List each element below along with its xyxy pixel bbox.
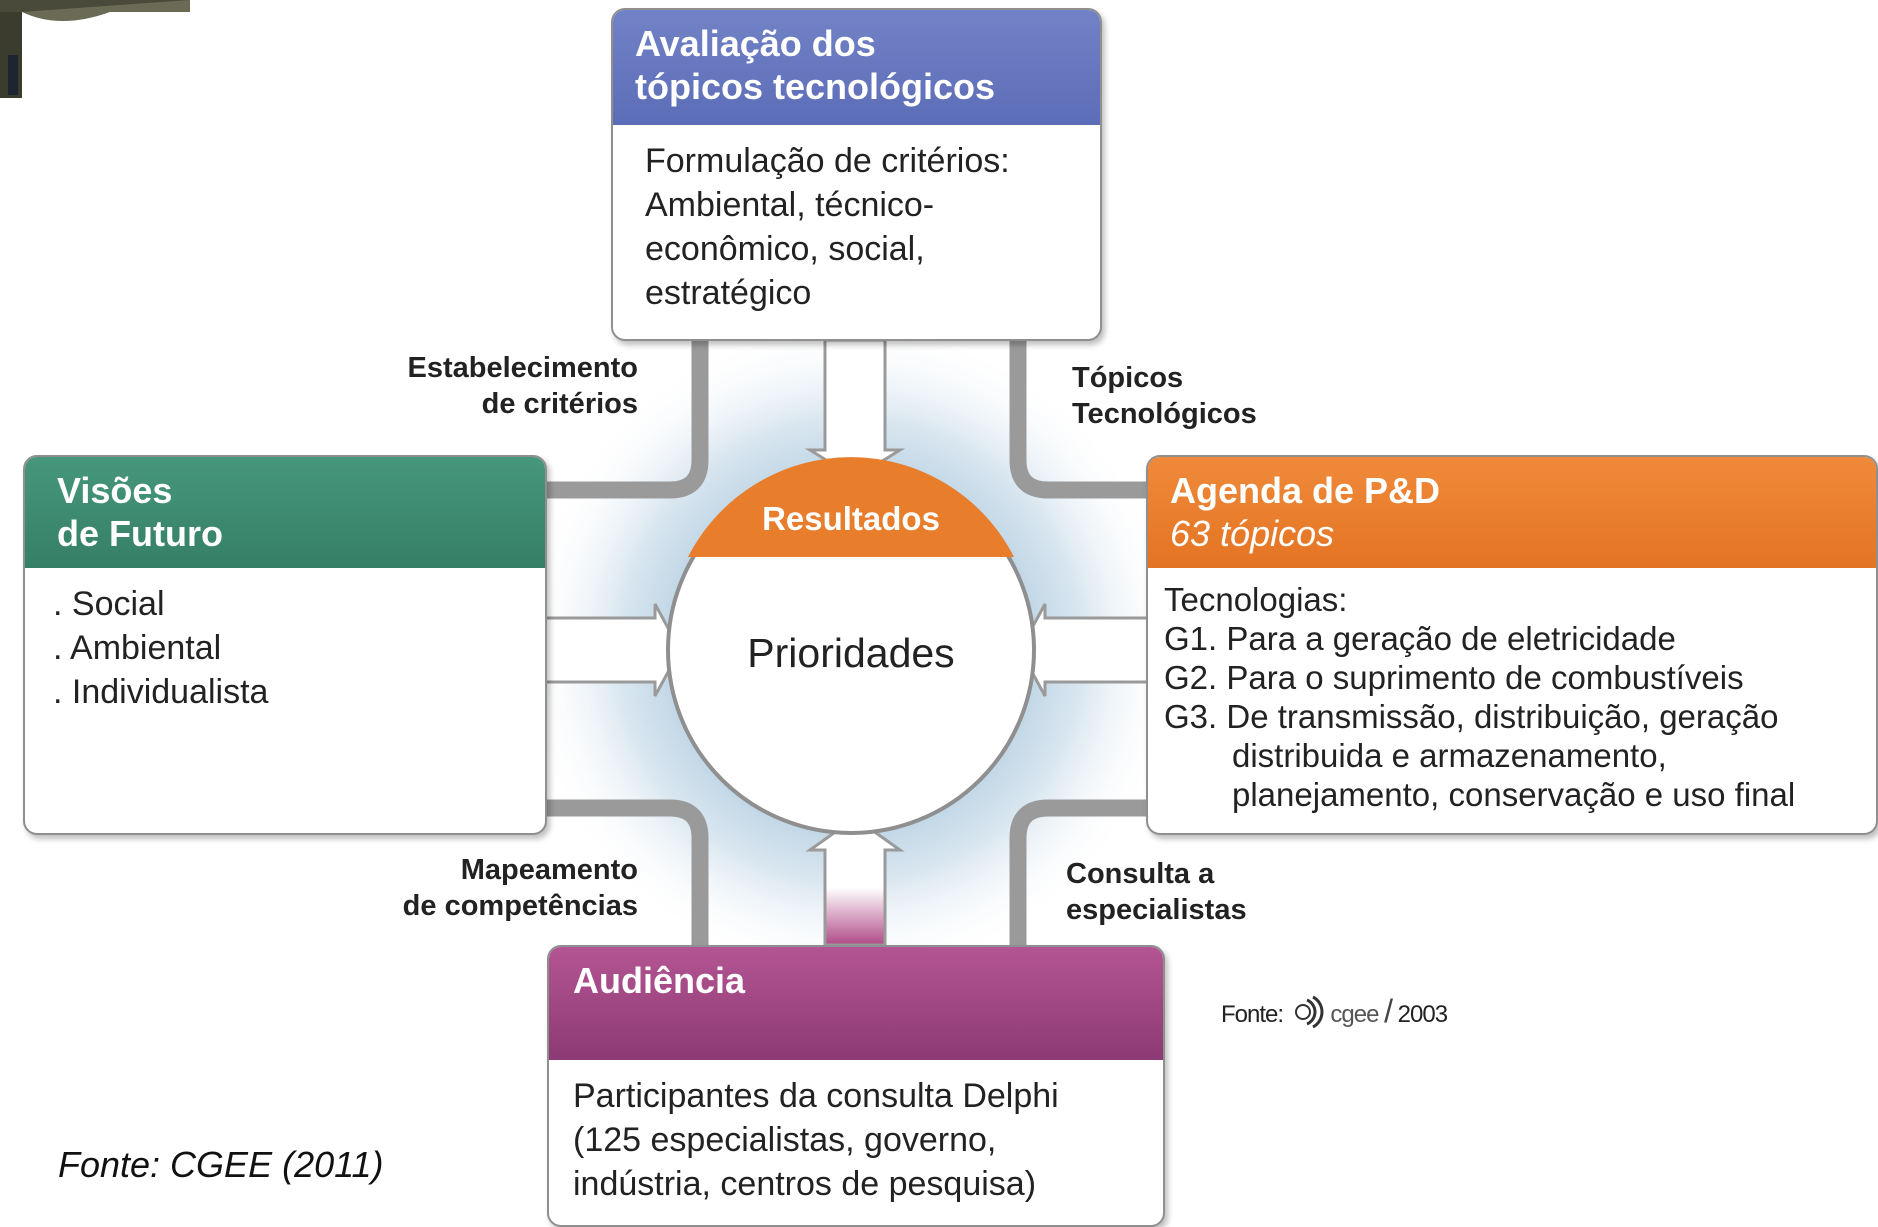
list-item: G2. Para o suprimento de combustíveis — [1164, 659, 1744, 696]
list-item: G3. De transmissão, distribuição, geraçã… — [1164, 698, 1779, 735]
slash-divider: / — [1384, 993, 1393, 1029]
circle-arrow-left — [540, 603, 682, 697]
source-logo-prefix: Fonte: — [1221, 1001, 1284, 1028]
circle-arrow-right — [1018, 603, 1152, 697]
edge-label-expert-consultation: Consulta a especialistas — [1066, 858, 1247, 926]
right-box-list: Tecnologias: G1. Para a geração de eletr… — [1148, 568, 1876, 824]
bottom-box-body: Participantes da consulta Delphi (125 es… — [573, 1077, 1059, 1203]
list-item: G1. Para a geração de eletricidade — [1164, 620, 1676, 657]
source-citation: Fonte: CGEE (2011) — [58, 1144, 384, 1185]
connector-bottom-right — [1009, 799, 1150, 945]
circle-arrow-up — [805, 816, 905, 947]
edge-label-competence-mapping: Mapeamento de competências — [402, 854, 638, 922]
source-logo: Fonte: cgee / 2003 — [1221, 993, 1448, 1037]
edge-label-criteria: Estabelecimento de critérios — [407, 352, 638, 420]
cgee-logo-icon — [1289, 994, 1325, 1037]
list-intro: Tecnologias: — [1164, 581, 1348, 618]
center-results-title: Resultados — [762, 500, 940, 537]
source-logo-org: cgee — [1330, 1001, 1379, 1028]
list-item: distribuida e armazenamento, — [1232, 737, 1667, 774]
connector-top-right — [1009, 340, 1150, 499]
top-box-evaluation: Avaliação dos tópicos tecnológicos Formu… — [611, 8, 1102, 341]
list-item: . Individualista — [53, 673, 269, 711]
left-box-list: . Social . Ambiental . Individualista — [25, 568, 545, 724]
left-box-future-visions: Visões de Futuro . Social . Ambiental . … — [23, 455, 547, 835]
bottom-box-audience: Audiência Participantes da consulta Delp… — [547, 945, 1165, 1227]
center-circle — [666, 457, 1036, 835]
center-results-cap — [688, 457, 1014, 557]
list-item: . Ambiental — [53, 629, 222, 667]
center-priorities-label: Prioridades — [747, 630, 955, 676]
top-box-body: Formulação de critérios: Ambiental, técn… — [645, 142, 1010, 312]
list-item: planejamento, conservação e uso final — [1232, 776, 1796, 813]
list-item: . Social — [53, 585, 165, 623]
source-logo-year: 2003 — [1397, 1001, 1448, 1028]
right-box-header: Agenda de P&D 63 tópicos — [1148, 457, 1876, 568]
photo-fragment — [0, 0, 190, 98]
top-box-header: Avaliação dos tópicos tecnológicos — [613, 10, 1100, 125]
connector-top-left — [540, 340, 709, 499]
edge-label-tech-topics: Tópicos Tecnológicos — [1072, 362, 1257, 430]
connector-bottom-left — [540, 799, 709, 945]
left-box-header: Visões de Futuro — [25, 457, 545, 568]
right-box-title: Agenda de P&D — [1170, 470, 1441, 511]
right-box-rd-agenda: Agenda de P&D 63 tópicos Tecnologias: G1… — [1146, 455, 1878, 835]
right-box-subtitle: 63 tópicos — [1170, 513, 1335, 554]
bottom-box-header: Audiência — [549, 947, 1163, 1060]
